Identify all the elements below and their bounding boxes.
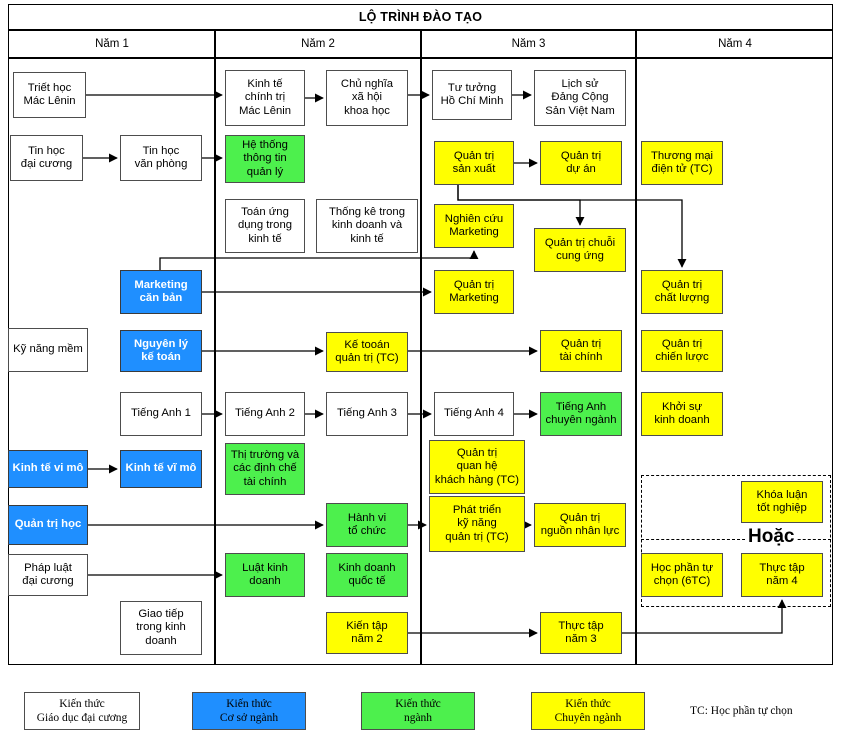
course-node-tieng-anh-1[interactable]: Tiếng Anh 1 xyxy=(120,392,202,436)
course-node-he-thong-thong-tin-quan-ly[interactable]: Hệ thống thông tin quản lý xyxy=(225,135,305,183)
course-node-nghien-cuu-marketing[interactable]: Nghiên cứu Marketing xyxy=(434,204,514,248)
course-node-quan-tri-chuoi-cung-ung[interactable]: Quản trị chuỗi cung ứng xyxy=(534,228,626,272)
course-node-toan-ung-dung[interactable]: Toán ứng dụng trong kinh tế xyxy=(225,199,305,253)
course-node-thuc-tap-nam-4[interactable]: Thực tập năm 4 xyxy=(741,553,823,597)
course-node-kinh-te-chinh-tri[interactable]: Kinh tế chính trị Mác Lênin xyxy=(225,70,305,126)
course-node-tieng-anh-2[interactable]: Tiếng Anh 2 xyxy=(225,392,305,436)
course-node-quan-tri-san-xuat[interactable]: Quản trị sản xuất xyxy=(434,141,514,185)
year-header-label: Năm 3 xyxy=(511,38,546,50)
course-node-kinh-te-vi-mo[interactable]: Kinh tế vi mô xyxy=(8,450,88,488)
course-node-tieng-anh-chuyen-nganh[interactable]: Tiếng Anh chuyên ngành xyxy=(540,392,622,436)
year-column-divider xyxy=(635,31,637,57)
course-node-tin-hoc-van-phong[interactable]: Tin học văn phòng xyxy=(120,135,202,181)
legend-specialization: Kiến thức Chuyên ngành xyxy=(531,692,645,730)
year-column-divider xyxy=(635,59,637,664)
course-node-tin-hoc-dai-cuong[interactable]: Tin học đại cương xyxy=(10,135,83,181)
course-node-ky-nang-mem[interactable]: Kỹ năng mềm xyxy=(8,328,88,372)
course-node-khoi-su-kinh-doanh[interactable]: Khởi sự kinh doanh xyxy=(641,392,723,436)
course-node-thuong-mai-dien-tu[interactable]: Thương mại điện tử (TC) xyxy=(641,141,723,185)
diagram-title-bar: LỘ TRÌNH ĐÀO TẠO xyxy=(8,4,833,30)
course-node-kinh-te-vi-mo-2[interactable]: Kinh tế vĩ mô xyxy=(120,450,202,488)
course-node-kinh-doanh-quoc-te[interactable]: Kinh doanh quốc tế xyxy=(326,553,408,597)
year-header-3: Năm 3 xyxy=(421,31,636,57)
course-node-quan-tri-quan-he-khach-hang[interactable]: Quản trị quan hệ khách hàng (TC) xyxy=(429,440,525,494)
course-node-quan-tri-tai-chinh[interactable]: Quản trị tài chính xyxy=(540,330,622,372)
course-node-quan-tri-nguon-nhan-luc[interactable]: Quản trị nguồn nhân lực xyxy=(534,503,626,547)
year-header-label: Năm 1 xyxy=(95,38,129,50)
course-node-luat-kinh-doanh[interactable]: Luật kinh doanh xyxy=(225,553,305,597)
course-node-hoc-phan-tu-chon[interactable]: Học phần tự chọn (6TC) xyxy=(641,553,723,597)
course-node-phap-luat-dai-cuong[interactable]: Pháp luật đại cương xyxy=(8,554,88,596)
course-node-tieng-anh-4[interactable]: Tiếng Anh 4 xyxy=(434,392,514,436)
year-column-divider xyxy=(420,31,422,57)
year-header-row: Năm 1 Năm 2 Năm 3 Năm 4 xyxy=(8,30,833,58)
legend-major: Kiến thức ngành xyxy=(361,692,475,730)
course-node-kien-tap-nam-2[interactable]: Kiến tập năm 2 xyxy=(326,612,408,654)
course-node-quan-tri-marketing[interactable]: Quản trị Marketing xyxy=(434,270,514,314)
course-node-triet-hoc-mac-lenin[interactable]: Triết học Mác Lênin xyxy=(13,72,86,118)
course-node-thong-ke-kinh-doanh[interactable]: Thống kê trong kinh doanh và kinh tế xyxy=(316,199,418,253)
year-header-2: Năm 2 xyxy=(215,31,421,57)
legend-note: TC: Học phần tự chọn xyxy=(690,705,793,717)
course-node-thuc-tap-nam-3[interactable]: Thực tập năm 3 xyxy=(540,612,622,654)
year-header-label: Năm 2 xyxy=(301,38,335,50)
year-column-divider xyxy=(214,59,216,664)
course-node-chu-nghia-xa-hoi[interactable]: Chủ nghĩa xã hội khoa học xyxy=(326,70,408,126)
course-node-quan-tri-du-an[interactable]: Quản trị dự án xyxy=(540,141,622,185)
course-node-quan-tri-chat-luong[interactable]: Quản trị chất lượng xyxy=(641,270,723,314)
legend-general: Kiến thức Giáo dục đại cương xyxy=(24,692,140,730)
course-node-khoa-luan-tot-nghiep[interactable]: Khóa luận tốt nghiệp xyxy=(741,481,823,523)
year-header-label: Năm 4 xyxy=(718,38,752,50)
course-node-ke-toan-quan-tri[interactable]: Kế tooán quản trị (TC) xyxy=(326,332,408,372)
course-node-lich-su-dang[interactable]: Lịch sử Đảng Cộng Sản Việt Nam xyxy=(534,70,626,126)
year-header-4: Năm 4 xyxy=(636,31,834,57)
year-column-divider xyxy=(214,31,216,57)
course-node-quan-tri-chien-luoc[interactable]: Quản trị chiến lược xyxy=(641,330,723,372)
course-node-marketing-can-ban[interactable]: Marketing căn bản xyxy=(120,270,202,314)
course-node-nguyen-ly-ke-toan[interactable]: Nguyên lý kế toán xyxy=(120,330,202,372)
page-title: LỘ TRÌNH ĐÀO TẠO xyxy=(358,10,483,24)
course-node-phat-trien-ky-nang-quan-tri[interactable]: Phát triển kỹ năng quản trị (TC) xyxy=(429,496,525,552)
optional-choice-label: Hoặc xyxy=(745,527,798,547)
course-node-giao-tiep-trong-kinh-doanh[interactable]: Giao tiếp trong kinh doanh xyxy=(120,601,202,655)
year-header-1: Năm 1 xyxy=(9,31,215,57)
course-node-quan-tri-hoc[interactable]: Quản trị học xyxy=(8,505,88,545)
course-node-thi-truong-tai-chinh[interactable]: Thị trường và các định chế tài chính xyxy=(225,443,305,495)
course-node-tu-tuong-ho-chi-minh[interactable]: Tư tưởng Hồ Chí Minh xyxy=(432,70,512,120)
optional-choice-group xyxy=(641,475,831,607)
legend-foundation: Kiến thức Cơ sở ngành xyxy=(192,692,306,730)
course-node-tieng-anh-3[interactable]: Tiếng Anh 3 xyxy=(326,392,408,436)
year-column-divider xyxy=(420,59,422,664)
course-node-hanh-vi-to-chuc[interactable]: Hành vi tổ chức xyxy=(326,503,408,547)
optional-choice-divider xyxy=(641,539,831,540)
